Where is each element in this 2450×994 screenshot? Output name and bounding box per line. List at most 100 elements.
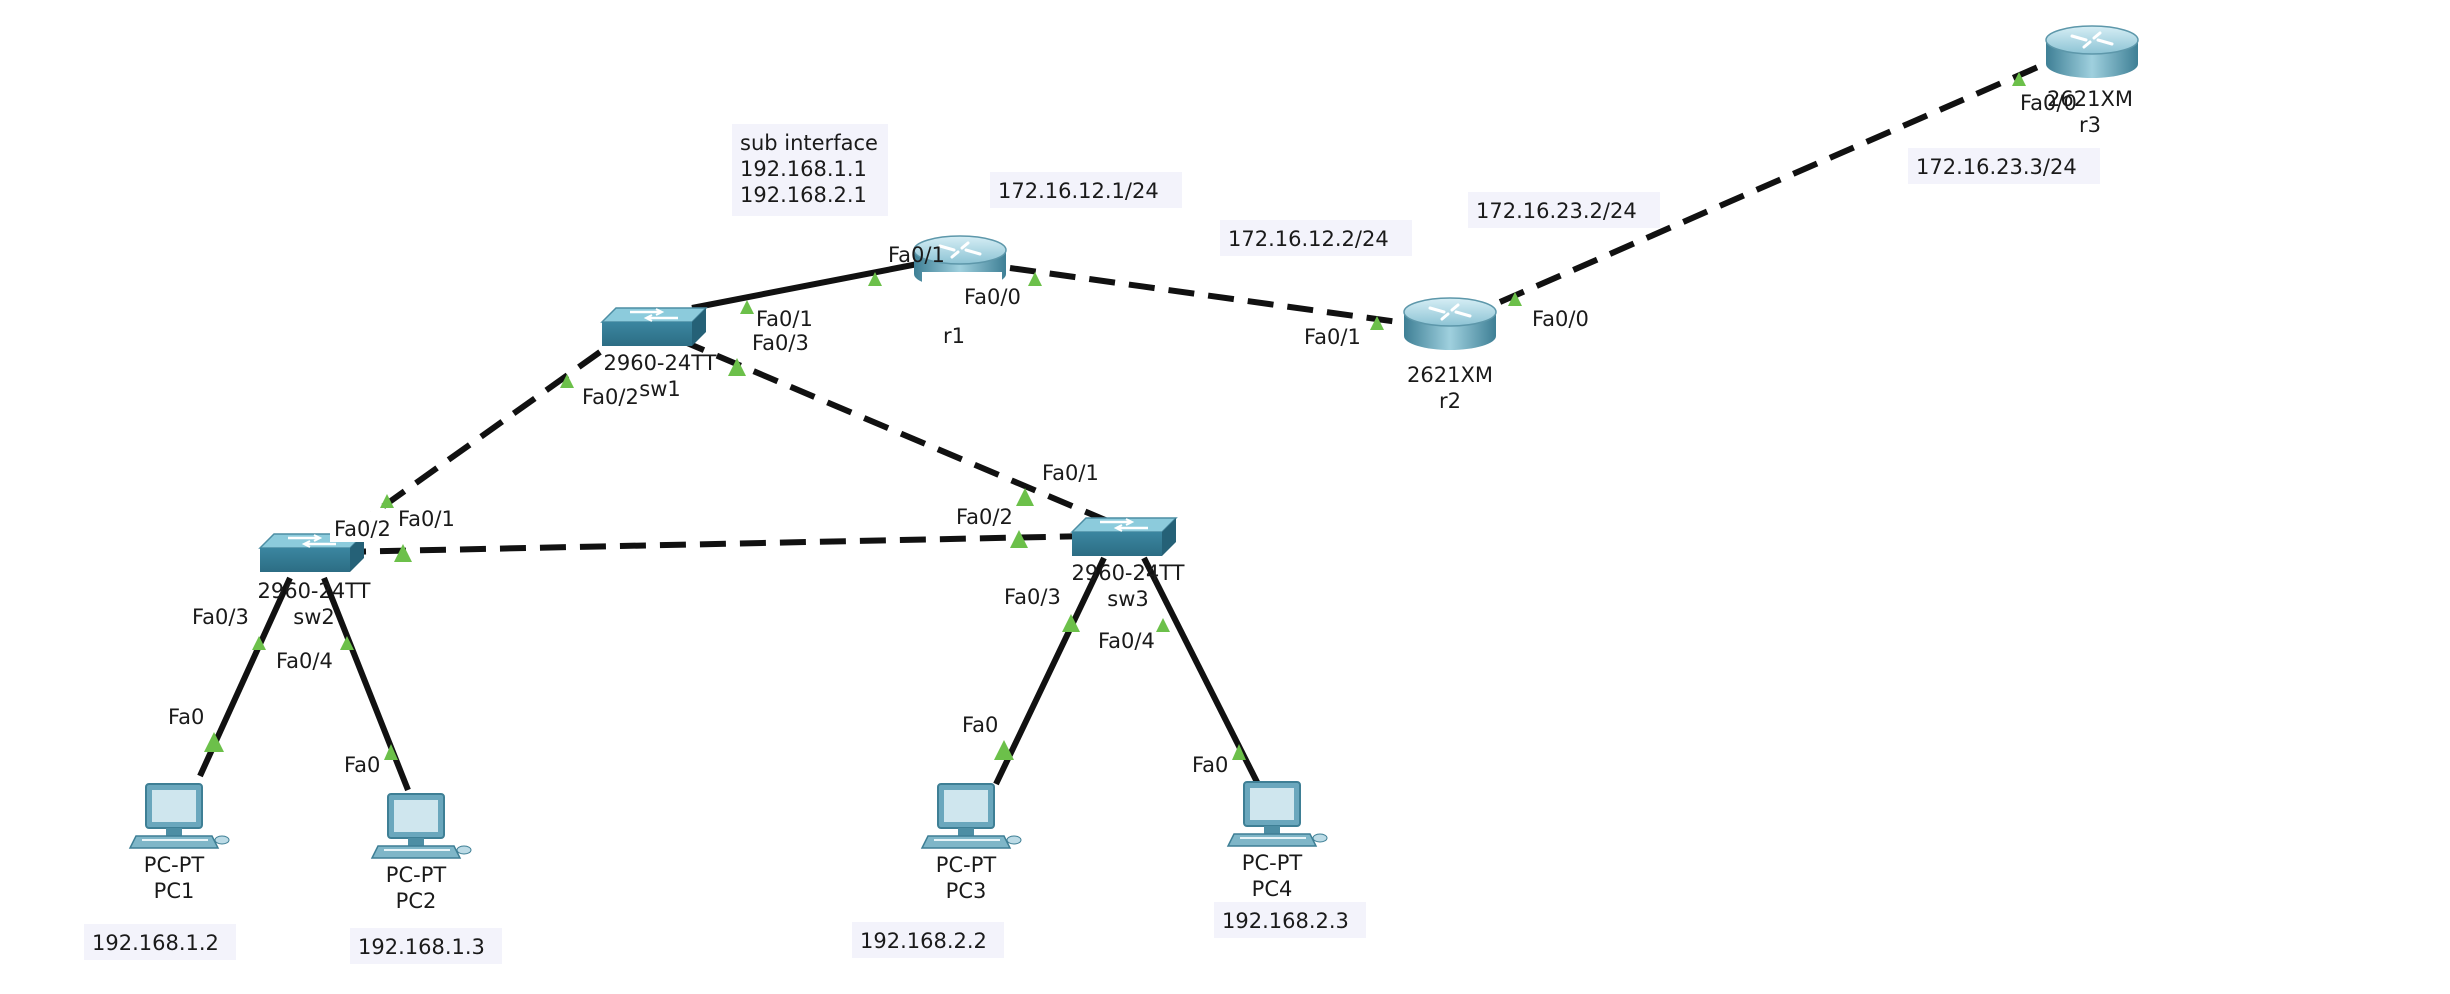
note-text: 192.168.1.3 bbox=[358, 935, 485, 959]
port-up-icon bbox=[394, 544, 412, 562]
note-background bbox=[1214, 902, 1366, 938]
device-model-pc2: PC-PT bbox=[386, 863, 447, 887]
port-up-icon bbox=[1370, 316, 1384, 330]
note-text: 172.16.12.1/24 bbox=[998, 179, 1159, 203]
device-name-sw3: sw3 bbox=[1107, 587, 1148, 611]
pc-pc3[interactable]: PC-PT PC3 bbox=[921, 783, 1022, 903]
port-up-icon bbox=[1016, 488, 1034, 506]
note-r2-ip-left[interactable]: 172.16.12.2/24 bbox=[1220, 220, 1412, 256]
router-r1[interactable]: r1 bbox=[912, 234, 1008, 348]
port-label-sw3-pc4: Fa0/4 bbox=[1098, 629, 1155, 653]
link-sw1-r1[interactable] bbox=[691, 259, 929, 311]
router-r2[interactable]: 2621XM r2 bbox=[1402, 296, 1498, 413]
port-up-icon bbox=[1010, 530, 1028, 548]
port-up-icon bbox=[868, 272, 882, 286]
links bbox=[197, 57, 2056, 792]
router-r3[interactable]: 2621XM r3 bbox=[2044, 24, 2140, 137]
port-label-sw1-sw2: Fa0/2 bbox=[582, 385, 639, 409]
port-up-icon bbox=[380, 494, 394, 508]
switch-sw2[interactable]: 2960-24TT sw2 bbox=[257, 532, 371, 629]
switch-icon bbox=[1070, 516, 1178, 558]
port-label-sw2-pc2: Fa0/4 bbox=[276, 649, 333, 673]
note-pc3-ip[interactable]: 192.168.2.2 bbox=[852, 922, 1004, 958]
note-pc1-ip[interactable]: 192.168.1.2 bbox=[84, 924, 236, 960]
device-name-r2: r2 bbox=[1439, 389, 1461, 413]
link-sw2-sw3[interactable] bbox=[339, 533, 1091, 555]
link-sw3-pc3[interactable] bbox=[993, 556, 1107, 786]
port-up-icon bbox=[204, 732, 224, 752]
port-label-sw2-pc1: Fa0/3 bbox=[192, 605, 249, 629]
note-r1-ip[interactable]: 172.16.12.1/24 bbox=[990, 172, 1182, 208]
port-up-icon bbox=[340, 636, 354, 650]
note-text: 172.16.12.2/24 bbox=[1228, 227, 1389, 251]
switch-icon bbox=[600, 306, 708, 348]
port-up-icon bbox=[384, 744, 398, 760]
port-label-pc3: Fa0 bbox=[962, 713, 998, 737]
device-model-sw1: 2960-24TT bbox=[603, 351, 716, 375]
device-name-sw1: sw1 bbox=[639, 377, 680, 401]
device-name-pc1: PC1 bbox=[154, 879, 195, 903]
note-background bbox=[990, 172, 1182, 208]
pc-pc4[interactable]: PC-PT PC4 bbox=[1227, 781, 1328, 901]
note-line: 192.168.1.1 bbox=[740, 157, 867, 181]
device-model-pc1: PC-PT bbox=[144, 853, 205, 877]
port-up-icon bbox=[994, 740, 1014, 760]
device-name-sw2: sw2 bbox=[293, 605, 334, 629]
port-label-sw3-sw1: Fa0/1 bbox=[1042, 461, 1099, 485]
port-up-icon bbox=[1232, 744, 1246, 760]
note-background bbox=[1908, 148, 2100, 184]
label-mask bbox=[922, 272, 1002, 294]
device-name-r3: r3 bbox=[2079, 113, 2101, 137]
note-background bbox=[84, 924, 236, 960]
note-text: 172.16.23.2/24 bbox=[1476, 199, 1637, 223]
link-sw1-sw2[interactable] bbox=[362, 349, 602, 523]
link-r1-r2[interactable] bbox=[1009, 265, 1399, 325]
port-up-icon bbox=[1508, 292, 1522, 306]
device-model-sw2: 2960-24TT bbox=[257, 579, 370, 603]
note-text: 172.16.23.3/24 bbox=[1916, 155, 2077, 179]
note-text: 192.168.2.3 bbox=[1222, 909, 1349, 933]
port-up-icon bbox=[728, 358, 746, 376]
pc-pc1[interactable]: PC-PT PC1 bbox=[129, 783, 230, 903]
port-up-icon bbox=[252, 636, 266, 650]
note-background bbox=[350, 928, 502, 964]
port-label-r1-r2: Fa0/0 bbox=[964, 285, 1021, 309]
label-mask bbox=[752, 314, 812, 326]
pc-icon bbox=[1227, 781, 1328, 847]
port-label-sw3-pc3: Fa0/3 bbox=[1004, 585, 1061, 609]
device-name-pc4: PC4 bbox=[1252, 877, 1293, 901]
note-subinterface[interactable]: sub interface 192.168.1.1 192.168.2.1 bbox=[732, 124, 888, 216]
port-up-icon bbox=[2012, 72, 2026, 86]
device-name-pc2: PC2 bbox=[396, 889, 437, 913]
note-background bbox=[1468, 192, 1660, 228]
port-label-sw1-sw3: Fa0/3 bbox=[752, 331, 809, 355]
port-label-sw1-r1: Fa0/1 bbox=[756, 307, 813, 331]
port-label-r2-r3: Fa0/0 bbox=[1532, 307, 1589, 331]
device-name-pc3: PC3 bbox=[946, 879, 987, 903]
note-pc4-ip[interactable]: 192.168.2.3 bbox=[1214, 902, 1366, 938]
note-text: 192.168.2.2 bbox=[860, 929, 987, 953]
pc-pc2[interactable]: PC-PT PC2 bbox=[371, 793, 472, 913]
link-sw1-sw3[interactable] bbox=[678, 337, 1126, 531]
pc-icon bbox=[921, 783, 1022, 849]
device-model-sw3: 2960-24TT bbox=[1071, 561, 1184, 585]
switch-sw1[interactable]: 2960-24TT sw1 bbox=[600, 306, 717, 401]
pc-icon bbox=[129, 783, 230, 849]
note-r2-ip-right[interactable]: 172.16.23.2/24 bbox=[1468, 192, 1660, 228]
note-pc2-ip[interactable]: 192.168.1.3 bbox=[350, 928, 502, 964]
pc-icon bbox=[371, 793, 472, 859]
port-label-sw2-sw1: Fa0/1 bbox=[398, 507, 455, 531]
device-model-pc4: PC-PT bbox=[1242, 851, 1303, 875]
device-name-r1: r1 bbox=[943, 324, 965, 348]
note-background bbox=[732, 124, 888, 216]
note-line: sub interface bbox=[740, 131, 878, 155]
note-r3-ip[interactable]: 172.16.23.3/24 bbox=[1908, 148, 2100, 184]
port-label-r1-sw1: Fa0/1 bbox=[888, 243, 945, 267]
device-model-r2: 2621XM bbox=[1407, 363, 1493, 387]
device-model-r3: 2621XM bbox=[2047, 87, 2133, 111]
link-r2-r3[interactable] bbox=[1498, 57, 2056, 305]
router-icon bbox=[1402, 296, 1498, 352]
switch-sw3[interactable]: 2960-24TT sw3 bbox=[1070, 516, 1185, 611]
port-label-pc4: Fa0 bbox=[1192, 753, 1228, 777]
